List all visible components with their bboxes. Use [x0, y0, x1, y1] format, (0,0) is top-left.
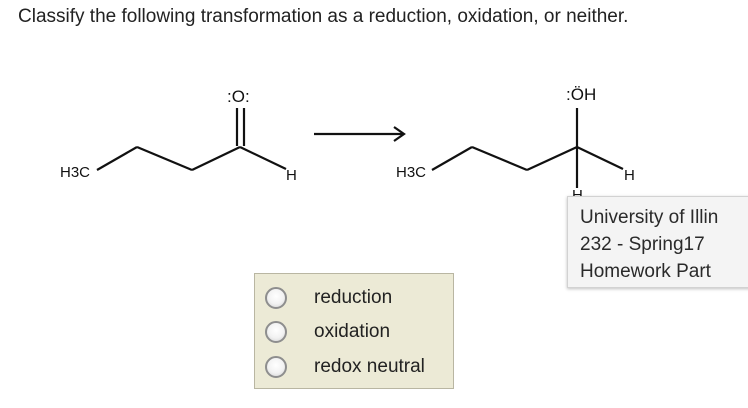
reactant-bond-1: [96, 146, 138, 171]
product-lower-hydrogen-label: H: [572, 187, 583, 204]
choice-label: reduction: [314, 287, 393, 308]
product-hydroxyl-label: :ÖH: [566, 85, 596, 104]
reactant-bond-3: [191, 146, 241, 171]
reaction-arrow: [314, 126, 406, 142]
tooltip-line: University of Illin: [580, 207, 719, 228]
choice-label: redox neutral: [314, 356, 425, 377]
tooltip-line: 232 - Spring17: [580, 234, 705, 255]
reactant-molecule: :O: H3C H: [60, 87, 297, 184]
reactant-oxygen-label: :O:: [227, 87, 250, 106]
answer-choices-panel: reduction oxidation redox neutral: [254, 273, 454, 389]
reactant-aldehyde-h-bond: [239, 146, 287, 170]
product-molecule: :ÖH H3C H H: [396, 85, 635, 204]
tooltip-line: Homework Part: [580, 261, 711, 282]
radio-button-icon[interactable]: [265, 287, 287, 309]
product-bond-2: [471, 145, 528, 172]
choice-redox-neutral[interactable]: redox neutral: [265, 353, 425, 381]
radio-button-icon[interactable]: [265, 356, 287, 378]
product-hydrogen-label: H: [624, 167, 635, 184]
reactant-hydrogen-label: H: [286, 167, 297, 184]
question-text: Classify the following transformation as…: [18, 6, 629, 27]
reactant-methyl-label: H3C: [60, 164, 90, 181]
radio-button-icon[interactable]: [265, 321, 287, 343]
reactant-bond-2: [136, 145, 193, 172]
product-h-bond: [576, 146, 624, 170]
choice-reduction[interactable]: reduction: [265, 284, 392, 312]
choice-oxidation[interactable]: oxidation: [265, 318, 390, 346]
product-methyl-label: H3C: [396, 164, 426, 181]
product-bond-3: [526, 146, 578, 171]
product-bond-1: [431, 146, 473, 171]
course-tooltip: University of Illin 232 - Spring17 Homew…: [567, 196, 748, 288]
choice-label: oxidation: [314, 321, 391, 342]
